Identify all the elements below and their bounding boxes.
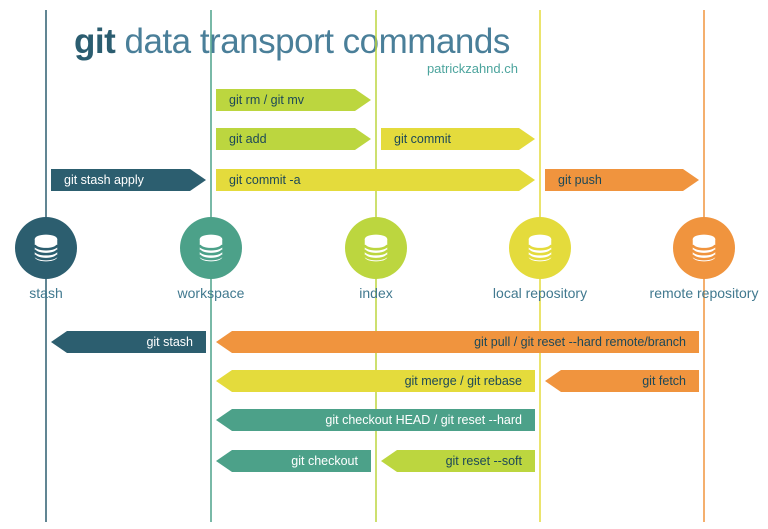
arrow-git-checkout: git checkout	[216, 450, 371, 472]
title-brand: git	[74, 22, 116, 61]
arrow-git-checkout-head-git-reset-hard: git checkout HEAD / git reset --hard	[216, 409, 535, 431]
arrow-git-push: git push	[545, 169, 699, 191]
node-circle-workspace	[180, 217, 242, 279]
arrow-git-add: git add	[216, 128, 371, 150]
arrow-git-merge-git-rebase: git merge / git rebase	[216, 370, 535, 392]
node-circle-stash	[15, 217, 77, 279]
arrow-git-commit-a: git commit -a	[216, 169, 535, 191]
node-label-stash: stash	[29, 285, 63, 301]
credit-link: patrickzahnd.ch	[426, 61, 518, 76]
database-icon	[691, 234, 717, 262]
database-icon	[527, 234, 553, 262]
database-icon	[363, 234, 389, 262]
arrow-git-rm-git-mv: git rm / git mv	[216, 89, 371, 111]
arrow-git-commit: git commit	[381, 128, 535, 150]
arrow-git-stash-apply: git stash apply	[51, 169, 206, 191]
diagram-title: git data transport commands	[74, 22, 510, 62]
arrow-git-pull-git-reset-hard-remote-branch: git pull / git reset --hard remote/branc…	[216, 331, 699, 353]
node-label-local: local repository	[492, 285, 588, 301]
node-label-remote: remote repository	[649, 285, 759, 301]
title-rest: data transport commands	[115, 22, 510, 61]
database-icon	[33, 234, 59, 262]
database-icon	[198, 234, 224, 262]
arrow-git-fetch: git fetch	[545, 370, 699, 392]
node-circle-local	[509, 217, 571, 279]
arrow-git-stash: git stash	[51, 331, 206, 353]
node-label-workspace: workspace	[177, 285, 245, 301]
arrow-git-reset-soft: git reset --soft	[381, 450, 535, 472]
node-circle-remote	[673, 217, 735, 279]
node-circle-index	[345, 217, 407, 279]
node-label-index: index	[359, 285, 393, 301]
